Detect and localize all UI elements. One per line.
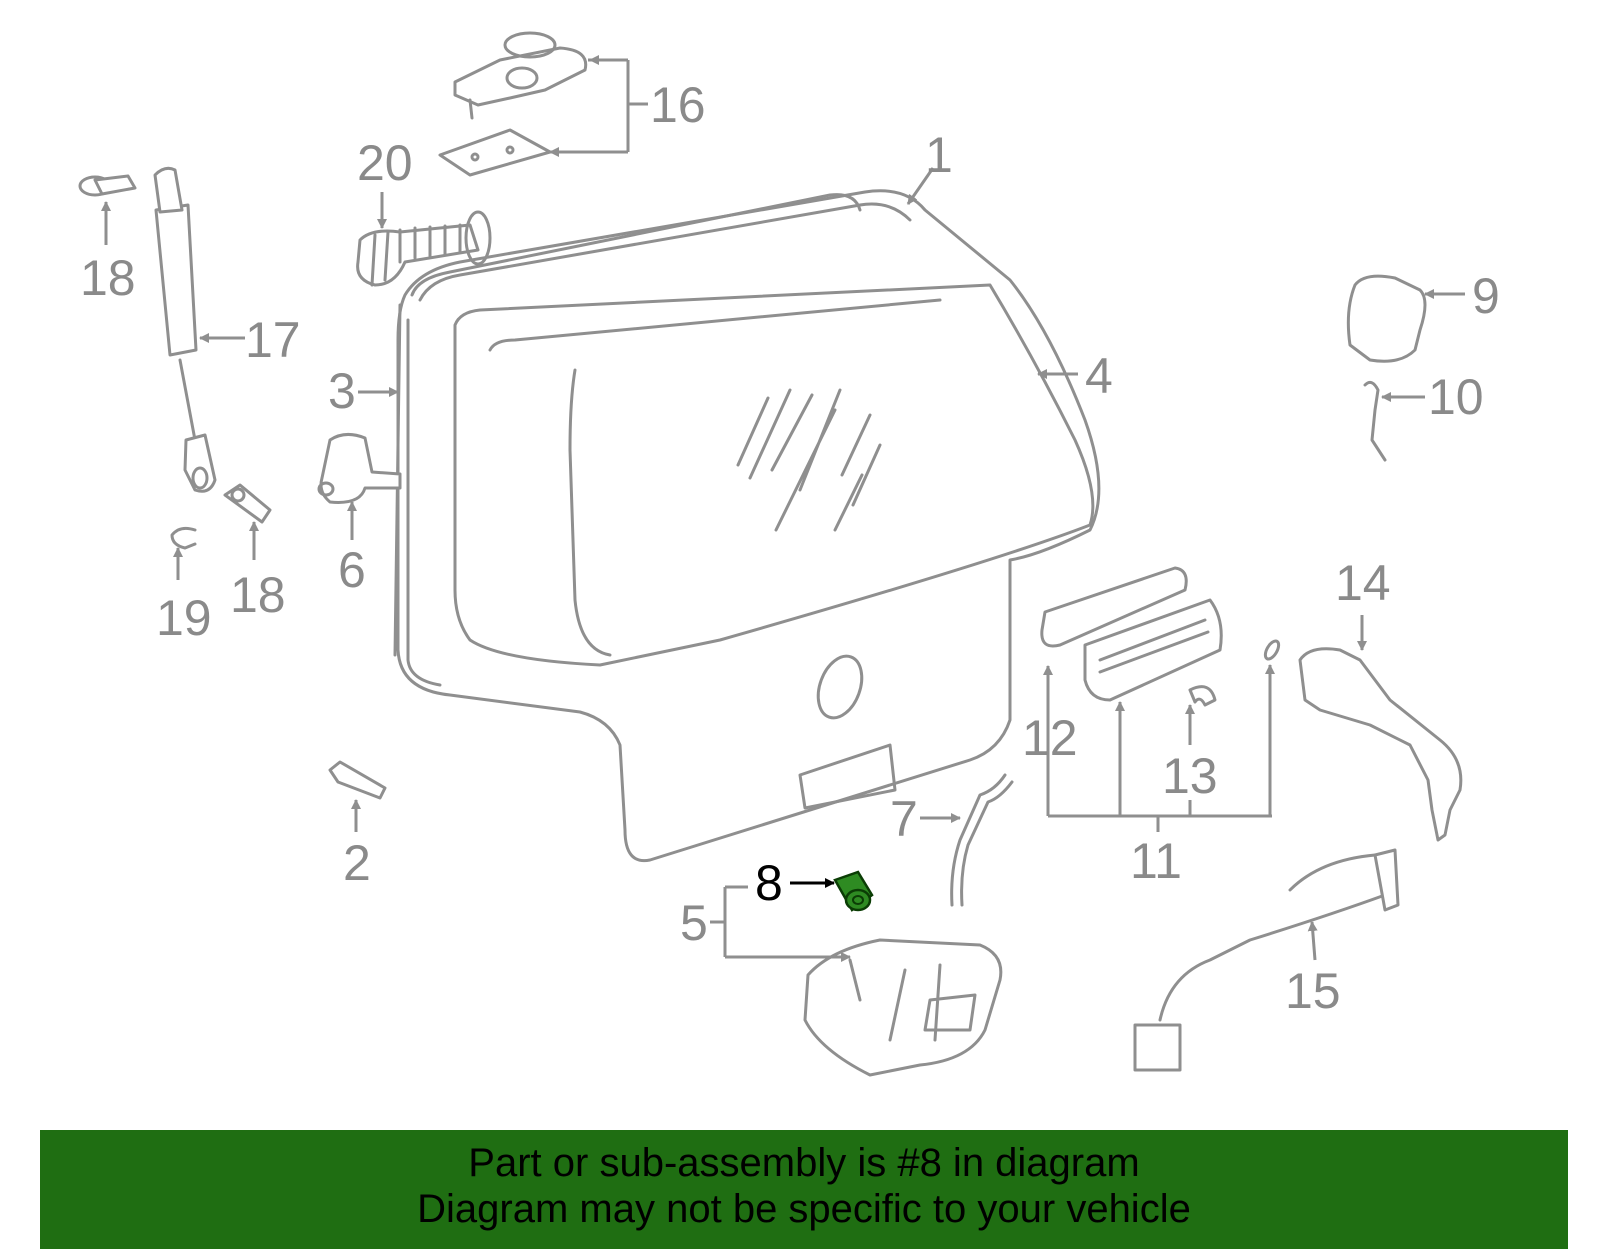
banner-line-2: Diagram may not be specific to your vehi… (417, 1187, 1191, 1231)
parts-diagram: 1 2 3 4 5 6 7 8 9 10 11 12 13 14 15 16 1… (78, 31, 1500, 1077)
ball-stud-part-18-upper (78, 174, 137, 245)
callout-12: 12 (1022, 710, 1078, 766)
hinge-part-16 (438, 31, 648, 177)
callout-6: 6 (338, 542, 366, 598)
callout-15: 15 (1285, 963, 1341, 1019)
callout-7: 7 (890, 791, 918, 847)
hose-part-20 (356, 192, 492, 287)
callout-8-highlighted: 8 (755, 855, 783, 911)
callout-17: 17 (245, 312, 301, 368)
actuator-part-14 (1298, 615, 1463, 842)
rod-part-7 (920, 773, 1014, 907)
latch-part-5 (710, 885, 1003, 1077)
callout-18-lower: 18 (230, 567, 286, 623)
callout-19: 19 (156, 590, 212, 646)
handle-part-11 (1040, 566, 1281, 832)
callout-13: 13 (1162, 748, 1218, 804)
callout-2: 2 (343, 835, 371, 891)
ball-stud-part-18-lower (223, 483, 272, 560)
strut-part-17 (153, 166, 245, 493)
cable-part-15 (1133, 848, 1400, 1072)
wire-part-10 (1363, 380, 1425, 462)
lamp-part-9 (1346, 274, 1465, 363)
callout-11: 11 (1130, 833, 1182, 889)
callout-18-upper: 18 (80, 250, 136, 306)
callout-9: 9 (1472, 268, 1500, 324)
callout-10: 10 (1428, 369, 1484, 425)
callout-20: 20 (357, 135, 413, 191)
bolt-part-2 (328, 760, 387, 832)
window-glass-part-4 (453, 283, 1095, 810)
callout-3: 3 (328, 363, 356, 419)
info-banner: Part or sub-assembly is #8 in diagram Di… (40, 1130, 1568, 1249)
clip-part-19 (170, 526, 197, 580)
banner-line-1: Part or sub-assembly is #8 in diagram (468, 1141, 1140, 1185)
callout-14: 14 (1335, 555, 1391, 611)
hinge-bracket-part-6 (317, 433, 402, 540)
callout-16: 16 (650, 77, 706, 133)
callout-5: 5 (680, 895, 708, 951)
callout-1: 1 (925, 127, 953, 183)
leader-1 (906, 167, 935, 205)
fastener-part-8-highlighted (790, 870, 874, 912)
callout-4: 4 (1085, 348, 1113, 404)
